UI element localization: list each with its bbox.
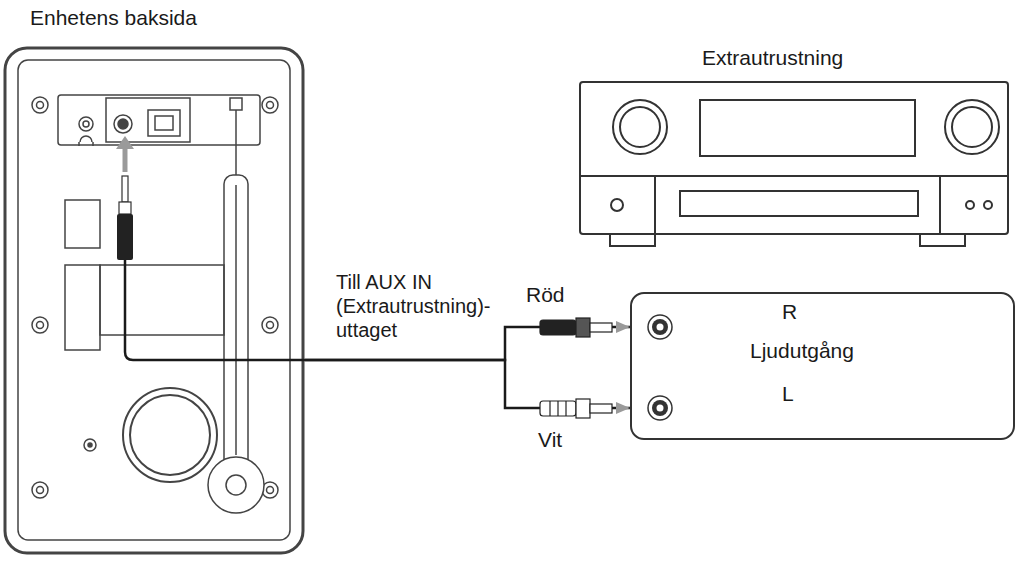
rca-jack [648, 396, 672, 420]
output-label: L [782, 382, 794, 406]
output-label: R [782, 300, 797, 324]
unit-housing [5, 48, 303, 553]
plug-colour-label: Vit [538, 428, 562, 452]
heading: Extrautrustning [702, 46, 843, 70]
auxiliary-equipment: Extrautrustning [578, 40, 1013, 255]
plug-colour-label: Röd [526, 283, 565, 307]
heading: Enhetens baksida [30, 6, 197, 30]
cable-label: Till AUX IN (Extrautrustning)- uttaget [336, 270, 522, 342]
red-rca-plug [540, 318, 612, 337]
aux-plug [116, 136, 305, 360]
unit-back: Enhetens baksida [3, 0, 305, 557]
rca-jacks [632, 294, 1013, 438]
antenna [208, 98, 264, 513]
white-rca-plug [540, 399, 612, 418]
bass-port [123, 388, 217, 482]
connector-panel [58, 95, 260, 146]
output-label: Ljudutgång [750, 339, 854, 363]
rca-jack [648, 315, 672, 339]
side-panels [65, 200, 224, 350]
audio-output-panel: R LjudutgångL [630, 292, 1015, 440]
dc-jack [84, 439, 96, 451]
equipment-illustration [580, 82, 1008, 246]
